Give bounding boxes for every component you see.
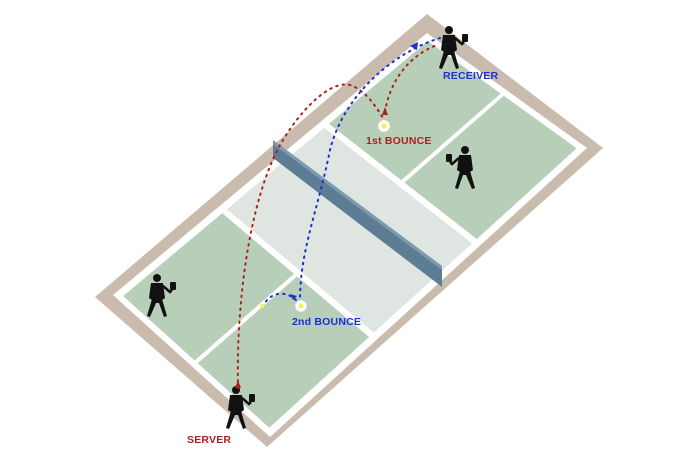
- serve-after-bounce-path: [384, 44, 438, 113]
- first-bounce-arrow-icon: [382, 107, 388, 115]
- return-arrow-icon: [410, 42, 418, 50]
- server-player: [226, 386, 255, 429]
- near-left-service-court: [123, 213, 295, 361]
- receiver-player: [439, 26, 468, 69]
- return-after-bounce-path: [262, 292, 297, 307]
- serve-arrow-icon: [235, 380, 241, 388]
- far-right-service-court: [404, 95, 577, 240]
- second-bounce-ball-icon: [298, 303, 304, 309]
- ball-icon: [259, 303, 265, 309]
- server-partner-player: [147, 274, 176, 317]
- second-bounce-arrow-icon: [290, 294, 297, 300]
- far-left-service-court: [328, 40, 501, 181]
- non-volley-zone: [226, 127, 473, 333]
- first-bounce-ball-icon: [381, 123, 387, 129]
- server-label: SERVER: [187, 434, 232, 446]
- net-top-edge: [273, 140, 442, 270]
- first-bounce-label: 1st BOUNCE: [366, 135, 432, 147]
- second-bounce-label: 2nd BOUNCE: [292, 316, 362, 328]
- net: [273, 140, 442, 287]
- near-right-service-court: [197, 276, 370, 428]
- return-path: [299, 37, 441, 301]
- receiver-label: RECEIVER: [443, 70, 499, 82]
- receiver-partner-player: [446, 146, 475, 189]
- serve-path: [236, 83, 384, 389]
